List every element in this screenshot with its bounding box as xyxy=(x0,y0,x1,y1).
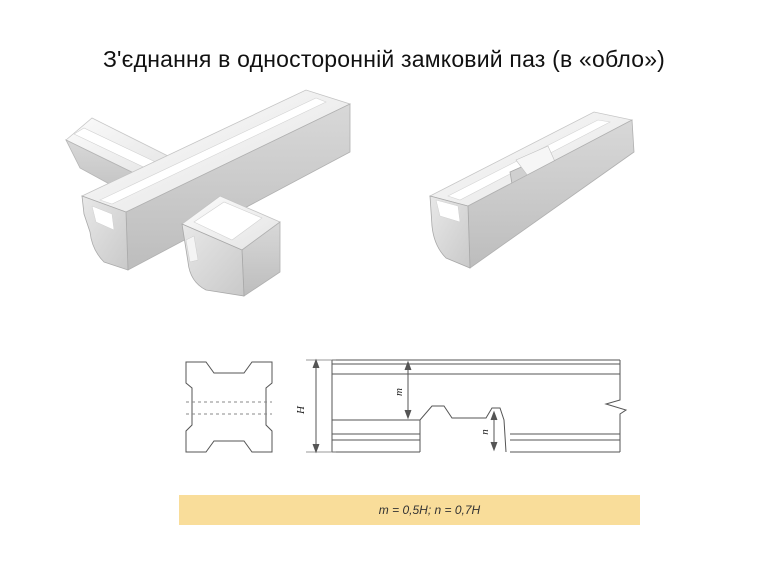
main-log xyxy=(80,89,352,271)
height-dimension-label: H xyxy=(295,405,307,415)
cross-section-drawing xyxy=(185,361,273,453)
side-elevation-drawing xyxy=(306,358,628,454)
m-dimension-label: m xyxy=(393,388,405,396)
formula-bar: m = 0,5H; n = 0,7H xyxy=(179,495,640,525)
notched-log-3d-model xyxy=(428,111,635,269)
slide-title: З'єднання в односторонній замковий паз (… xyxy=(102,46,666,72)
corner-joint-3d-model xyxy=(65,89,352,297)
formula-text: m = 0,5H; n = 0,7H xyxy=(378,503,481,517)
front-log-end xyxy=(181,195,281,297)
n-dimension-label: n xyxy=(479,429,491,435)
